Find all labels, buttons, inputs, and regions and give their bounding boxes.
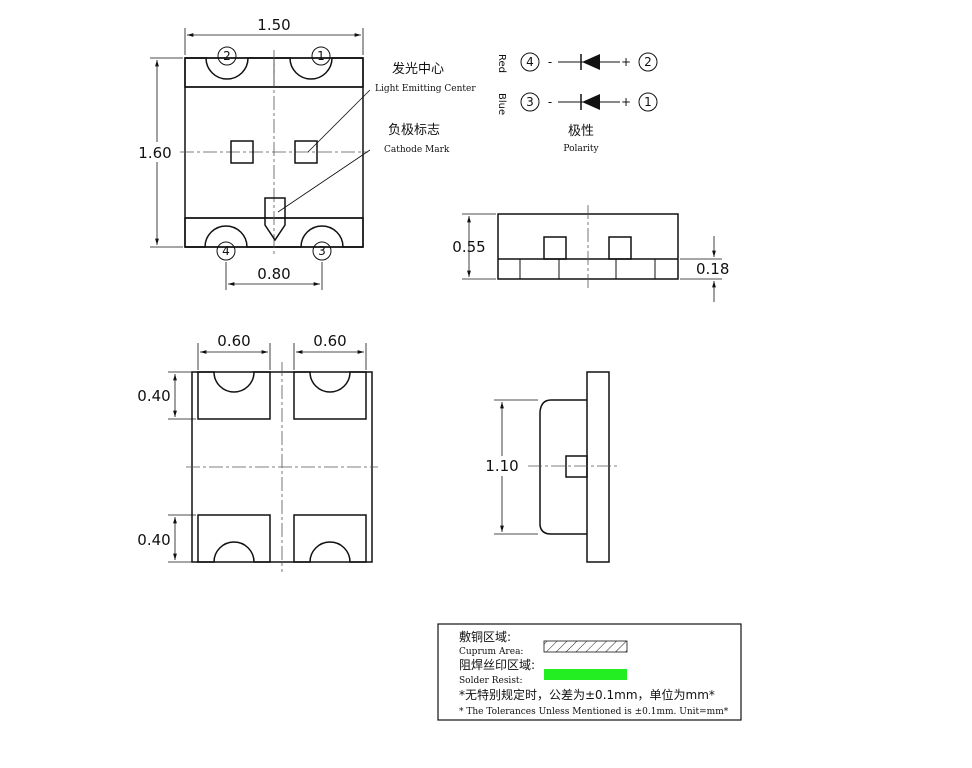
chip-left [230,140,254,164]
dim-side-height: 0.55 [452,238,485,256]
dim-side-pad-height: 0.18 [696,260,729,278]
blue-anode-pin: 1 [644,95,652,109]
leader-emitting-center [307,89,371,153]
footprint-pad-top-right [293,371,367,420]
dim-top-height: 1.60 [138,144,171,162]
side-view: 0.55 0.18 [452,205,729,302]
polarity-diagram: Red Blue 4 - + 2 3 - + 1 极性 Polarity [496,52,658,154]
side-pad-right [615,258,656,280]
top-view: 2 1 4 3 1.50 1.60 0.80 [137,16,371,290]
side-pad-left [519,258,560,280]
end-lens [539,399,587,535]
red-plus: + [621,55,631,69]
legend-solder-cn: 阻焊丝印区域: [459,657,535,672]
dim-pad-height-bottom: 0.40 [137,531,170,549]
legend-solder-en: Solder Resist: [459,676,523,686]
end-substrate [586,371,610,563]
dim-end-height: 1.10 [485,457,518,475]
legend-solder-swatch [544,669,627,680]
emitting-center-cn: 发光中心 [392,61,444,77]
legend-cuprum-en: Cuprum Area: [459,647,523,657]
red-anode-pin: 2 [644,55,652,69]
red-diode-symbol [582,54,600,70]
legend-cuprum-swatch [543,640,628,653]
emitting-center-en: Light Emitting Center [375,84,476,94]
red-minus: - [548,55,552,69]
polarity-title-en: Polarity [563,144,599,154]
pin-label-top-right: 1 [317,49,325,63]
blue-diode-symbol [582,94,600,110]
footprint-pad-bottom-left [197,514,271,563]
dim-top-width: 1.50 [257,16,290,34]
legend-tolerance-en: * The Tolerances Unless Mentioned is ±0.… [459,707,729,717]
blue-cathode-pin: 3 [526,95,534,109]
legend-box: 敷铜区域: Cuprum Area: 阻焊丝印区域: Solder Resist… [437,623,742,721]
dim-pad-height-top: 0.40 [137,387,170,405]
dim-pad-width-right: 0.60 [313,332,346,350]
side-chip-right [608,236,632,260]
chip-right [294,140,318,164]
polarity-blue-label: Blue [496,93,507,115]
end-chip [565,455,588,478]
polarity-title-cn: 极性 [568,124,594,139]
dim-pad-width-left: 0.60 [217,332,250,350]
cathode-mark-en: Cathode Mark [384,145,450,155]
footprint-pad-top-left [197,371,271,420]
end-view: 1.10 [480,371,620,563]
footprint-view: 0.60 0.60 0.40 0.40 [135,332,378,572]
blue-minus: - [548,95,552,109]
side-chip-left [543,236,567,260]
leader-cathode-mark [277,149,371,213]
dim-pad-pitch: 0.80 [257,265,290,283]
pin-label-bottom-right: 3 [318,244,326,258]
legend-cuprum-cn: 敷铜区域: [459,629,511,644]
polarity-red-label: Red [496,54,507,73]
cathode-mark-cn: 负极标志 [388,123,440,138]
footprint-pad-bottom-right [293,514,367,563]
pin-label-top-left: 2 [223,49,231,63]
red-cathode-pin: 4 [526,55,534,69]
legend-tolerance-cn: *无特别规定时，公差为±0.1mm，单位为mm* [459,687,715,702]
cathode-mark [264,197,286,242]
blue-plus: + [621,95,631,109]
pin-label-bottom-left: 4 [222,244,230,258]
